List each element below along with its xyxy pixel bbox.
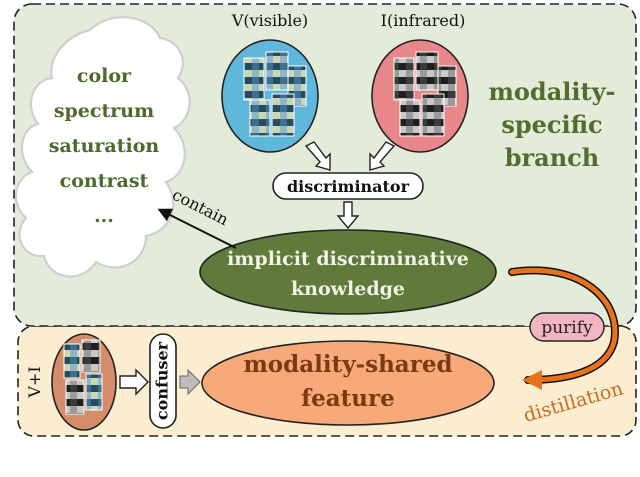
discriminator-label: discriminator xyxy=(287,177,410,196)
implicit-knowledge-ellipse xyxy=(199,229,497,315)
cloud-item-spectrum: spectrum xyxy=(54,100,154,122)
modality-specific-title: modality- specific branch xyxy=(489,77,616,172)
infrared-to-discriminator-arrow xyxy=(369,141,396,171)
knowledge-line-1: implicit discriminative xyxy=(227,248,469,270)
modality-specific-title-line-1: modality- xyxy=(489,77,616,106)
visible-to-discriminator-arrow xyxy=(304,141,331,171)
cloud-items: color spectrum saturation contrast ... xyxy=(49,65,160,227)
cloud-item-contrast: contrast xyxy=(60,170,149,192)
feature-line-1: modality-shared xyxy=(243,351,452,378)
visible-label: V(visible) xyxy=(231,11,308,30)
confuser-to-feature-arrow xyxy=(179,368,201,396)
discriminator-box xyxy=(272,172,424,200)
purify-box xyxy=(529,312,605,342)
knowledge-line-2: knowledge xyxy=(291,278,405,300)
infrared-thumbnails xyxy=(393,51,457,137)
modality-specific-title-line-2: specific xyxy=(501,110,602,139)
vi-label: V+I xyxy=(25,366,44,398)
feature-line-2: feature xyxy=(301,385,395,412)
confuser-box xyxy=(149,333,177,429)
distillation-arrow-inner xyxy=(509,268,618,390)
vi-thumbnails xyxy=(63,339,103,415)
purify-label: purify xyxy=(541,318,593,338)
vi-to-confuser-arrow xyxy=(119,368,149,396)
visible-thumbnails xyxy=(243,51,307,137)
confuser-label: confuser xyxy=(153,341,172,420)
cloud-item-saturation: saturation xyxy=(49,135,160,157)
attribute-cloud-shape xyxy=(14,16,191,278)
cloud-item-ellipsis: ... xyxy=(94,205,114,227)
cloud-item-color: color xyxy=(77,65,132,87)
modality-shared-feature-ellipse xyxy=(201,340,495,426)
infrared-label: I(infrared) xyxy=(381,11,466,30)
modality-specific-title-line-3: branch xyxy=(505,143,600,172)
contain-arrow xyxy=(157,208,237,249)
discriminator-to-knowledge-arrow xyxy=(336,201,360,230)
